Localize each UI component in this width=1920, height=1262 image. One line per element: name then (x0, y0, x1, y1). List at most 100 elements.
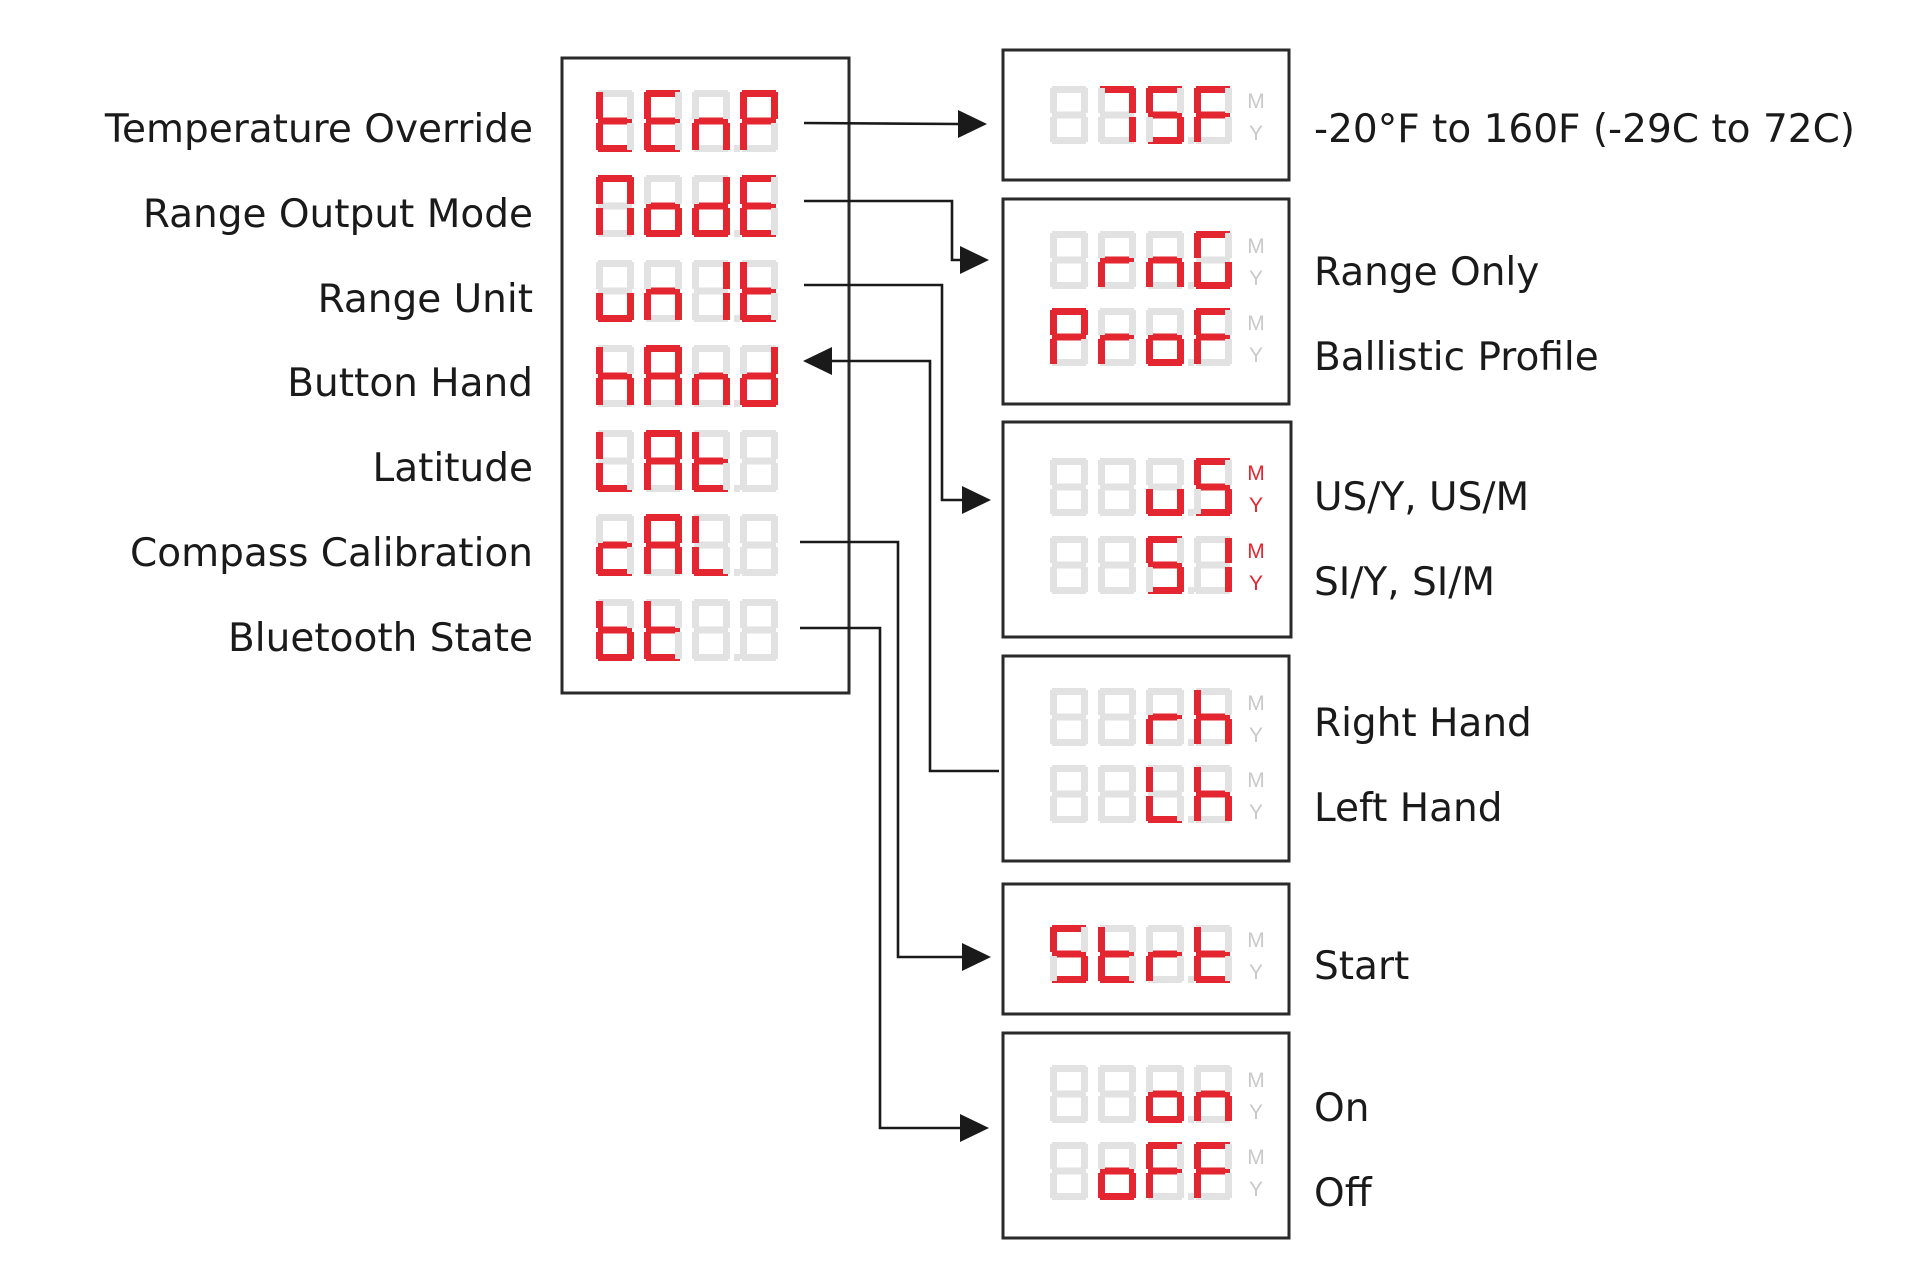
menu-display-unit-digit-1 (644, 260, 682, 322)
segment-b (1177, 538, 1184, 563)
segment-a (1052, 458, 1086, 465)
segment-a (742, 175, 776, 182)
segment-c (1081, 796, 1088, 821)
segment-f (596, 177, 603, 204)
segment-g (1052, 950, 1086, 958)
segment-d (742, 230, 776, 237)
segment-e (644, 547, 651, 574)
segment-b (627, 92, 634, 119)
segment-e (1146, 339, 1153, 364)
segment-b (675, 601, 682, 628)
segment-g (1100, 333, 1134, 341)
segment-b (1177, 460, 1184, 485)
menu-display-hand (596, 345, 778, 407)
segment-f (1098, 767, 1105, 792)
segment-b (771, 432, 778, 459)
segment-f (692, 92, 699, 119)
segment-f (740, 262, 747, 289)
option-display-hand-1-digit-1 (1098, 765, 1136, 823)
segment-f (1146, 310, 1153, 335)
segment-c (1225, 489, 1232, 514)
arrow-cal (962, 943, 991, 971)
option-display-mode-1-digit-1 (1098, 308, 1136, 366)
segment-g (1196, 256, 1230, 264)
segment-a (694, 599, 728, 606)
segment-b (627, 262, 634, 289)
segment-c (1129, 1096, 1136, 1121)
segment-b (1225, 1144, 1232, 1169)
segment-g (1148, 790, 1182, 798)
segment-c (627, 547, 634, 574)
segment-e (1146, 1173, 1153, 1198)
segment-a (742, 260, 776, 267)
segment-e (740, 293, 747, 320)
option-display-mode-1-digit-3 (1194, 308, 1232, 366)
segment-c (1129, 567, 1136, 592)
segment-e (644, 632, 651, 659)
menu-label-cal: Compass Calibration (130, 531, 533, 576)
segment-a (646, 345, 680, 352)
segment-b (627, 601, 634, 628)
segment-d (598, 230, 632, 237)
option-display-temp-0-digit-3 (1194, 86, 1232, 144)
segment-b (675, 516, 682, 543)
segment-e (1050, 567, 1057, 592)
segment-f (1050, 310, 1057, 335)
option-display-bt-1-digit-1 (1098, 1142, 1136, 1200)
segment-f (692, 262, 699, 289)
segment-c (1177, 489, 1184, 514)
segment-e (596, 208, 603, 235)
segment-b (723, 432, 730, 459)
segment-b (1177, 233, 1184, 258)
segment-f (1098, 927, 1105, 952)
segment-d (646, 400, 680, 407)
segment-b (1225, 927, 1232, 952)
segment-e (1194, 117, 1201, 142)
menu-display-hand-digit-2 (692, 345, 730, 407)
menu-display-cal-digit-2 (692, 514, 730, 576)
unit-indicator-y: Y (1249, 572, 1263, 595)
option-display-unit-1-digit-3 (1194, 536, 1232, 594)
menu-display-temp-digit-0 (596, 90, 634, 152)
menu-display-cal-digit-0 (596, 514, 634, 576)
menu-display-mode-digit-0 (596, 175, 634, 237)
segment-e (1146, 489, 1153, 514)
segment-d (1196, 359, 1230, 366)
segment-a (1148, 231, 1182, 238)
segment-g (742, 287, 776, 295)
segment-e (740, 208, 747, 235)
segment-f (1146, 1067, 1153, 1092)
segment-g (646, 372, 680, 380)
segment-c (1129, 489, 1136, 514)
segment-e (1146, 262, 1153, 287)
segment-g (1100, 790, 1134, 798)
segment-g (1100, 111, 1134, 119)
segment-f (1098, 690, 1105, 715)
menu-display-bt-digit-0 (596, 599, 634, 661)
segment-f (1146, 88, 1153, 113)
option-box-bt (1001, 1031, 1291, 1240)
segment-g (598, 457, 632, 465)
segment-g (646, 626, 680, 634)
segment-e (740, 123, 747, 150)
segment-e (1194, 1173, 1201, 1198)
option-display-cal-0-digit-3 (1194, 925, 1232, 983)
segment-d (598, 569, 632, 576)
segment-c (1177, 1173, 1184, 1198)
segment-f (692, 516, 699, 543)
segment-f (1050, 460, 1057, 485)
segment-a (1052, 1142, 1086, 1149)
menu-display-cal-digit-3 (740, 514, 778, 576)
segment-e (1146, 117, 1153, 142)
segment-d (598, 485, 632, 492)
segment-a (694, 514, 728, 521)
option-display-unit-0-digit-1 (1098, 458, 1136, 516)
menu-display-mode-digit-1 (644, 175, 682, 237)
segment-f (740, 516, 747, 543)
segment-e (692, 547, 699, 574)
segment-c (1129, 719, 1136, 744)
segment-g (1148, 1090, 1182, 1098)
segment-b (771, 601, 778, 628)
segment-g (694, 202, 728, 210)
segment-d (1100, 739, 1134, 746)
